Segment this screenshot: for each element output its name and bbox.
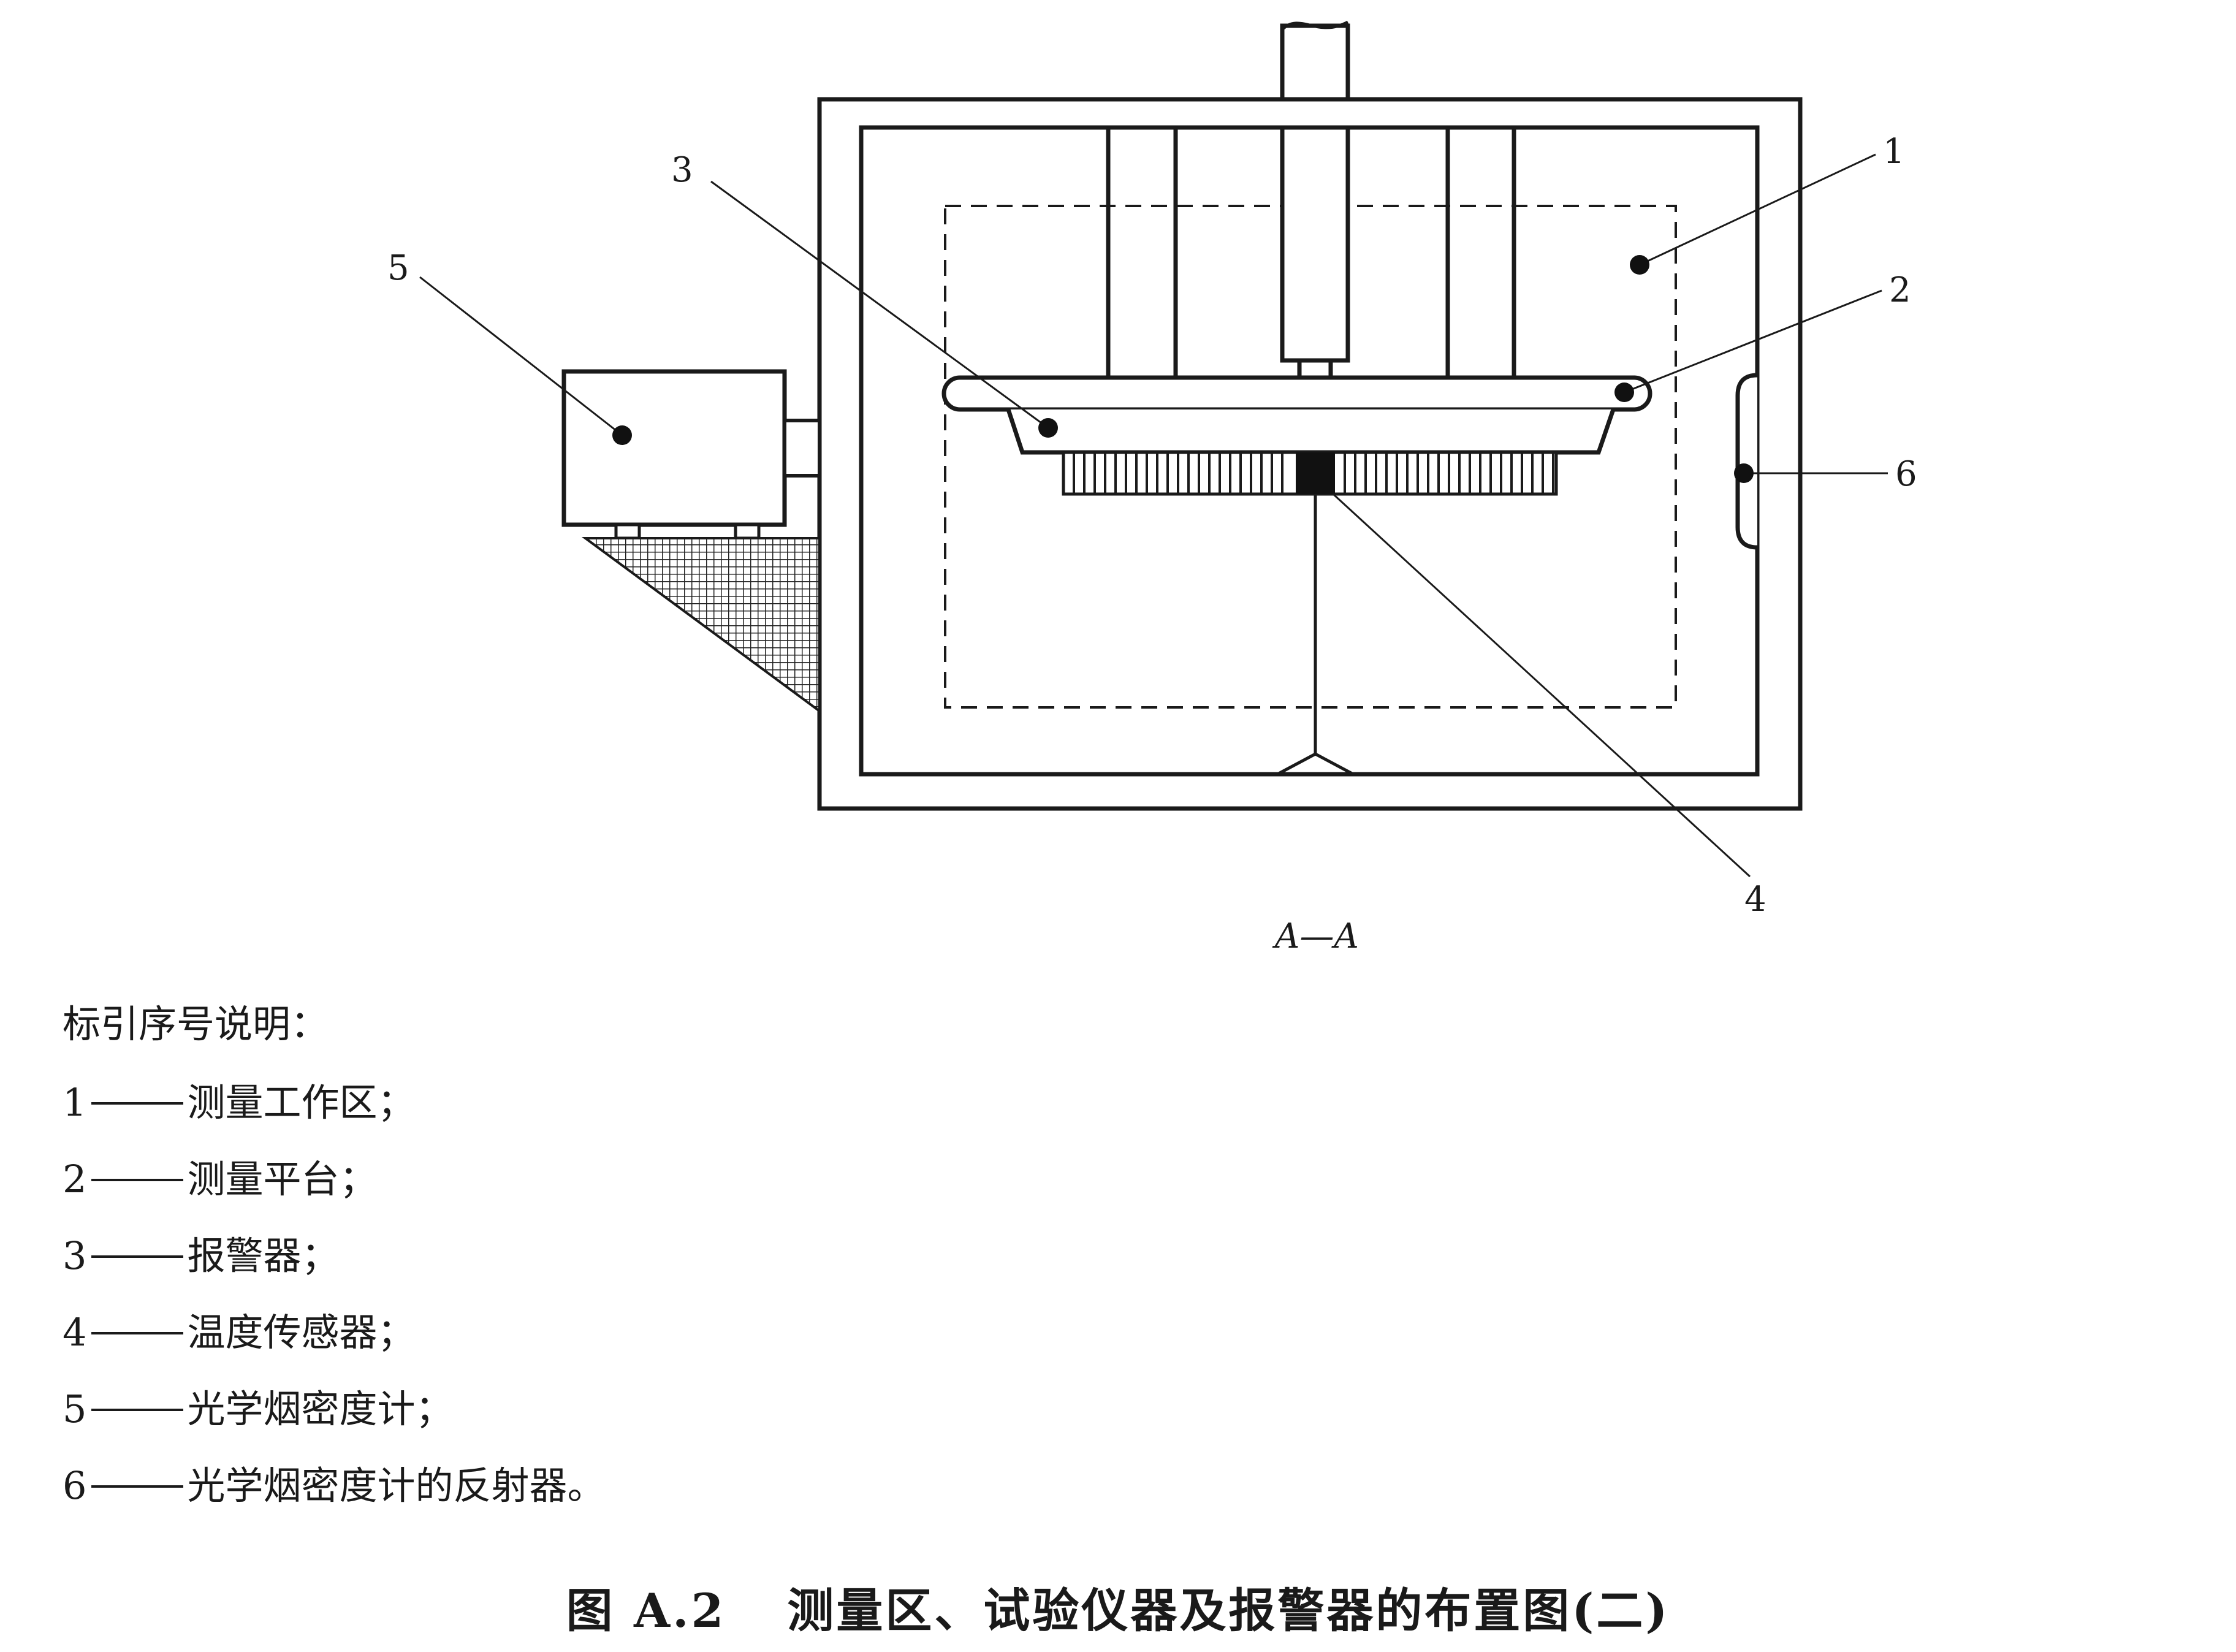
legend-list: 1 测量工作区； 2 测量平台； 3 报警器； 4 温度传感器； 5 光学烟密度… [63,1084,605,1544]
callout-label-6: 6 [1895,454,1917,494]
legend-dash [91,1332,184,1334]
sensor-stand-foot [1277,752,1353,775]
callout-label-5: 5 [387,248,409,288]
legend-number: 3 [63,1233,87,1278]
comb-teeth [1073,454,1554,493]
legend-dash [91,1179,184,1181]
legend-item: 4 温度传感器； [63,1314,605,1390]
legend-dash [91,1255,184,1258]
callout-label-4: 4 [1744,880,1766,919]
temperature-sensor [1296,452,1335,494]
legend-dash [91,1102,184,1105]
shaft-coupling [1297,358,1333,380]
smoke-meter-foot [614,523,641,540]
smoke-meter-foot [734,523,761,540]
figure-number: 图 A.2 [566,1583,726,1638]
legend-title: 标引序号说明： [63,1002,329,1046]
measurement-platform [941,375,1652,412]
figure-title: 测量区、试验仪器及报警器的布置图(二) [787,1583,1670,1638]
legend-number: 6 [63,1463,87,1508]
legend-number: 4 [63,1310,87,1355]
legend-item: 3 报警器； [63,1237,605,1314]
legend-number: 5 [63,1387,87,1431]
legend-item: 2 测量平台； [63,1160,605,1237]
legend-item: 6 光学烟密度计的反射器。 [63,1467,605,1544]
callout-label-3: 3 [671,150,693,190]
legend-number: 1 [63,1080,87,1125]
leader-line-5 [419,276,623,436]
legend-text: 光学烟密度计； [187,1387,454,1431]
apparatus-diagram [419,20,1888,878]
section-label: A—A [1275,916,1359,956]
callout-dot-5 [612,425,632,445]
leader-line-1 [1639,153,1876,266]
legend-number: 2 [63,1157,87,1201]
callout-dot-2 [1614,383,1634,402]
mounting-bracket-mesh [581,537,821,714]
smoke-meter-box [561,369,787,527]
legend-text: 测量工作区； [187,1080,416,1125]
legend-item: 1 测量工作区； [63,1084,605,1160]
alarm-tray [1006,408,1616,455]
top-shaft-inside [1280,125,1350,363]
legend-dash [91,1409,184,1411]
callout-dot-1 [1630,255,1649,275]
legend-dash [91,1485,184,1488]
legend-item: 5 光学烟密度计； [63,1390,605,1467]
legend-text: 报警器； [187,1233,340,1278]
legend-text: 光学烟密度计的反射器。 [187,1463,606,1508]
shaft-break [1281,20,1349,31]
leader-line-4 [1332,493,1751,878]
smoke-meter-connector [783,419,821,478]
legend-text: 测量平台； [187,1157,378,1201]
callout-dot-6 [1734,463,1754,483]
reflector [1735,373,1758,550]
legend-text: 温度传感器； [187,1310,416,1355]
leader-line-2 [1624,289,1882,394]
callout-label-2: 2 [1889,270,1911,310]
leader-line-3 [710,180,1049,429]
top-shaft-outside [1280,23,1350,102]
callout-dot-3 [1038,418,1058,438]
callout-label-1: 1 [1883,132,1905,172]
